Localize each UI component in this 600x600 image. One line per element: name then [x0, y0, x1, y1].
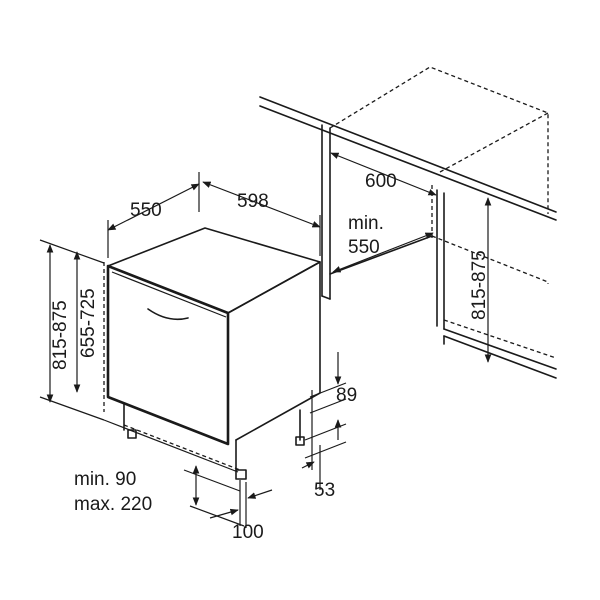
niche-floor-line: [329, 235, 433, 275]
width-dim: [202, 181, 321, 228]
label-foot-height: 53: [314, 480, 335, 501]
foot-ext-2: [304, 441, 347, 459]
label-niche-depth-2: 550: [348, 237, 380, 258]
label-niche-width: 600: [365, 171, 397, 192]
foot-front-left: [127, 429, 137, 439]
dimension-lines: [39, 152, 492, 528]
label-niche-depth-1: min.: [348, 213, 384, 234]
foot-dim-arrow: [301, 461, 315, 469]
niche-hidden-diag: [439, 112, 549, 173]
label-outer-height: 815-875: [50, 300, 71, 370]
dishwasher-top: [107, 227, 321, 314]
dishwasher-side: [227, 261, 321, 441]
door-handle: [147, 308, 189, 321]
depth-dim: [107, 183, 200, 231]
dimension-labels: 550 598 600 min. 550 815-875 815-875 655…: [50, 171, 490, 543]
label-inner-height: 655-725: [78, 288, 99, 358]
niche-lower-hidden: [431, 235, 549, 284]
label-plinth-gap: 89: [336, 385, 357, 406]
door-inner-edge: [111, 271, 227, 318]
left-cabinet-bottom: [321, 295, 331, 300]
label-plinth-range-1: min. 90: [74, 469, 136, 490]
worktop-edge-top: [259, 96, 557, 213]
foot-ext-1: [304, 423, 347, 441]
offset-dim-right: [247, 489, 273, 499]
niche-depth-dim: [332, 232, 434, 273]
dishwasher-body: [106, 227, 321, 480]
kitchen-niche: [259, 66, 557, 379]
label-plinth-range-2: max. 220: [74, 494, 152, 515]
label-foot-offset: 100: [232, 522, 264, 543]
niche-lower-hidden-2: [443, 319, 557, 359]
niche-upper-hidden: [329, 66, 549, 214]
outer-height-ext-top: [39, 239, 105, 264]
plinth-bottom-hidden: [123, 424, 241, 471]
foot-front-right: [235, 469, 247, 480]
plinth-range-ext: [183, 469, 241, 492]
label-width: 598: [237, 191, 269, 212]
label-niche-height: 815-875: [469, 250, 490, 320]
niche-width-dim: [330, 152, 437, 196]
dishwasher-door: [106, 264, 230, 446]
offset-dim-left: [209, 508, 239, 519]
right-cabinet-base: [443, 328, 557, 370]
outer-height-foot-line: [103, 419, 239, 473]
gap-ext-1: [309, 382, 347, 398]
worktop-edge-bottom: [259, 105, 557, 221]
right-cabinet-base-2: [443, 335, 557, 379]
foot-rear-right: [295, 436, 305, 446]
gap-ext-2: [309, 398, 347, 414]
label-depth: 550: [130, 200, 162, 221]
